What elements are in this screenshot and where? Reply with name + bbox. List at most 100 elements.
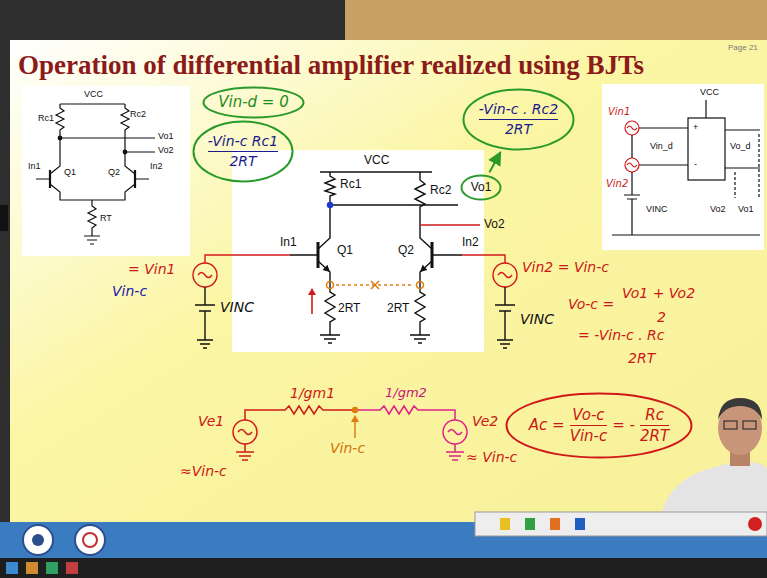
circuit-label: Rc1 xyxy=(38,114,54,124)
circuit-label: Vo2 xyxy=(484,218,505,231)
circled-expression: Vin-d = 0 xyxy=(202,86,305,119)
circuit-label: In2 xyxy=(150,162,163,172)
footer-bar xyxy=(748,517,762,531)
node-text: Vin-c xyxy=(570,428,608,445)
node-text: = - xyxy=(612,417,635,434)
fraction: Rc2RT xyxy=(640,407,669,445)
fraction: -Vin-c Rc1 2RT xyxy=(208,134,278,170)
footer-bar xyxy=(83,533,97,547)
footer-bar xyxy=(23,525,53,555)
hand-drawn-circle xyxy=(204,88,304,118)
circuit-label: Vo2 xyxy=(158,146,174,156)
circuit-label: + xyxy=(693,123,698,133)
footer-bar xyxy=(0,558,767,578)
expression: Vin-d = 0 xyxy=(218,94,289,111)
handwritten-note: = -Vin-c . Rc xyxy=(578,328,665,343)
handwritten-note: Vo-c = xyxy=(568,297,614,312)
circuit-label: In1 xyxy=(28,162,41,172)
equivalent-circuit xyxy=(446,444,464,460)
handwritten-note: 2 xyxy=(657,310,666,325)
main-circuit xyxy=(327,202,333,208)
main-circuit xyxy=(311,294,313,314)
handwritten-note: = Vin1 xyxy=(128,262,175,277)
circuit-label: VCC xyxy=(700,88,719,98)
footer-bar xyxy=(32,534,44,546)
inset-circuit xyxy=(123,150,127,154)
circled-expression: -Vin-c Rc1 2RT xyxy=(192,120,294,183)
main-circuit xyxy=(415,285,425,335)
equivalent-circuit xyxy=(351,415,359,422)
main-circuit xyxy=(320,171,432,172)
main-circuit xyxy=(323,265,330,272)
equivalent-circuit xyxy=(238,430,252,435)
inset-circuit xyxy=(60,138,155,152)
main-circuit xyxy=(420,224,480,225)
main-circuit xyxy=(325,285,335,335)
circled-expression: Vo1 xyxy=(460,174,502,201)
main-circuit xyxy=(290,254,462,255)
expression: -Vin-c Rc1 2RT xyxy=(208,134,278,170)
handwritten-note: 1/gm2 xyxy=(385,386,427,400)
fraction-bar xyxy=(570,425,608,426)
circled-expression: -Vin-c . Rc22RT xyxy=(462,88,575,151)
circuit-label: VCC xyxy=(364,154,389,167)
presenter xyxy=(724,421,737,429)
main-circuit xyxy=(327,282,334,289)
main-circuit xyxy=(462,255,505,263)
node-text: -Vin-c Rc1 xyxy=(208,134,278,149)
inset-circuit xyxy=(60,103,125,104)
circuit-label: Q1 xyxy=(337,244,353,257)
hand-drawn-circle xyxy=(194,122,293,182)
inset-circuit xyxy=(58,136,62,140)
footer-bar xyxy=(575,518,585,530)
block-diagram-inset xyxy=(639,128,688,165)
block-diagram-inset xyxy=(627,163,637,167)
block-diagram-inset xyxy=(705,100,706,118)
circuit-label: - xyxy=(694,160,697,170)
hand-drawn-circle xyxy=(507,394,692,458)
inset-circuit xyxy=(50,184,135,200)
footer-bar xyxy=(475,512,767,536)
handwritten-note: 1/gm1 xyxy=(290,386,335,401)
fraction-bar xyxy=(479,119,558,120)
expression: Vo1 xyxy=(471,181,492,194)
presenter xyxy=(743,421,756,429)
circuit-label: Rc2 xyxy=(430,184,451,197)
main-circuit xyxy=(330,204,458,205)
handwritten-note: Ve1 xyxy=(198,414,224,429)
node-text: Vo-c xyxy=(572,407,604,424)
main-circuit xyxy=(198,273,212,278)
node-text: 2RT xyxy=(229,154,256,169)
block-diagram-inset xyxy=(612,100,760,235)
footer-bar xyxy=(46,562,58,574)
main-circuit xyxy=(320,335,340,343)
handwritten-note: Vin-c xyxy=(112,284,147,299)
fraction: Vo-cVin-c xyxy=(570,407,608,445)
main-circuit xyxy=(193,263,217,287)
presenter xyxy=(718,398,762,420)
circuit-label: In2 xyxy=(462,236,479,249)
hand-drawn-circle xyxy=(464,90,574,150)
block-diagram-inset xyxy=(625,158,639,172)
slide-title: Operation of differential amplifier real… xyxy=(18,50,644,81)
block-diagram-inset xyxy=(612,234,760,235)
presenter xyxy=(660,398,767,522)
node-text: Ac = xyxy=(529,417,565,434)
circuit-label: Rc2 xyxy=(130,110,146,120)
inset-circuit xyxy=(36,178,149,179)
circuit-label: RT xyxy=(100,214,112,224)
handwritten-note: Vin2 xyxy=(606,178,628,189)
handwritten-note: Ve2 xyxy=(472,414,498,429)
footer-bar xyxy=(66,562,78,574)
circled-expression: Ac = Vo-cVin-c= - Rc2RT xyxy=(505,392,693,459)
slide-background xyxy=(0,205,8,231)
equivalent-circuit xyxy=(233,420,257,444)
equivalent-circuit xyxy=(245,406,355,420)
handwritten-note: VINC xyxy=(520,312,554,327)
circuit-label: Vo1 xyxy=(158,132,174,142)
circuit-label: Q2 xyxy=(398,244,414,257)
inset-panel xyxy=(22,86,190,256)
main-circuit xyxy=(195,287,215,348)
